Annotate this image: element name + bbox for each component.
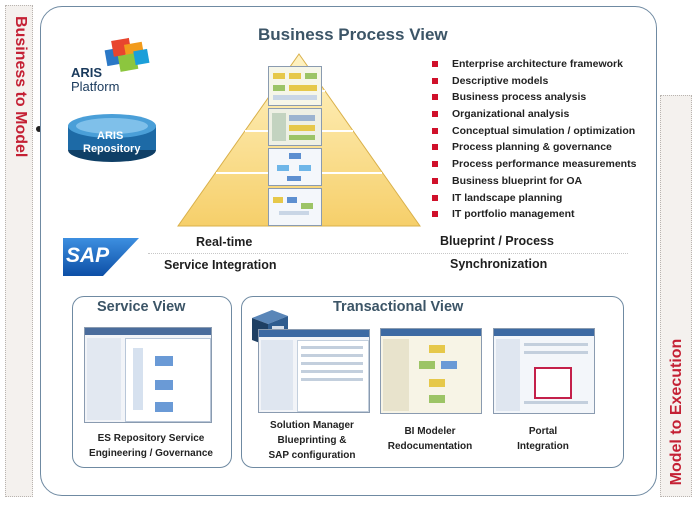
sap-logo	[63, 238, 139, 276]
aris-platform-name: ARIS	[71, 65, 103, 80]
service-integration-label: Service Integration	[164, 258, 277, 272]
list-item: Process performance measurements	[432, 156, 636, 173]
list-item: Organizational analysis	[432, 106, 636, 123]
service-view-title: Service View	[97, 299, 186, 315]
list-item: Process planning & governance	[432, 139, 636, 156]
realtime-label: Real-time	[196, 235, 253, 249]
pyramid-level-2-screenshot	[268, 108, 322, 146]
model-to-execution-label: Model to Execution	[668, 338, 685, 486]
portal-caption-line1: Portal	[528, 426, 558, 437]
solution-manager-caption-line2: Blueprinting &	[277, 435, 347, 446]
aris-platform-icon	[104, 37, 150, 72]
sap-logo-text: SAP	[66, 244, 110, 267]
pyramid-level-3-screenshot	[268, 148, 322, 186]
connector-dot	[36, 126, 42, 132]
bi-modeler-screenshot	[380, 328, 482, 414]
list-item: IT portfolio management	[432, 206, 636, 223]
aris-repository-icon	[68, 114, 156, 162]
synchronization-label: Synchronization	[450, 257, 548, 271]
model-to-execution-band	[660, 95, 692, 497]
blueprint-process-label: Blueprint / Process	[440, 234, 554, 248]
bi-modeler-caption-line2: Redocumentation	[387, 441, 473, 452]
page-title: Business Process View	[258, 25, 448, 44]
pyramid-level-1-screenshot	[268, 66, 322, 106]
service-view-caption-line1: ES Repository Service	[97, 433, 205, 444]
solution-manager-screenshot	[258, 329, 370, 413]
portal-caption-line2: Integration	[517, 441, 569, 452]
service-view-caption-line2: Engineering / Governance	[89, 448, 213, 459]
list-item: Business process analysis	[432, 89, 636, 106]
transactional-view-title: Transactional View	[333, 299, 464, 315]
bi-modeler-caption-line1: BI Modeler	[404, 426, 456, 437]
es-repository-screenshot	[84, 327, 212, 423]
list-item: Business blueprint for OA	[432, 173, 636, 190]
list-item: Enterprise architecture framework	[432, 56, 636, 73]
list-item: IT landscape planning	[432, 190, 636, 207]
solution-manager-caption-line1: Solution Manager	[270, 420, 354, 431]
portal-screenshot	[493, 328, 595, 414]
pyramid-level-4-screenshot	[268, 188, 322, 226]
aris-repository-name: ARIS	[97, 130, 124, 142]
aris-repository-subtitle: Repository	[83, 143, 141, 155]
list-item: Descriptive models	[432, 73, 636, 90]
solution-manager-caption-line3: SAP configuration	[268, 450, 356, 461]
list-item: Conceptual simulation / optimization	[432, 123, 636, 140]
business-to-model-label: Business to Model	[12, 16, 29, 158]
aris-platform-subtitle: Platform	[71, 79, 120, 94]
divider	[148, 253, 628, 254]
capability-list: Enterprise architecture framework Descri…	[432, 56, 636, 223]
business-to-model-band	[5, 5, 33, 497]
